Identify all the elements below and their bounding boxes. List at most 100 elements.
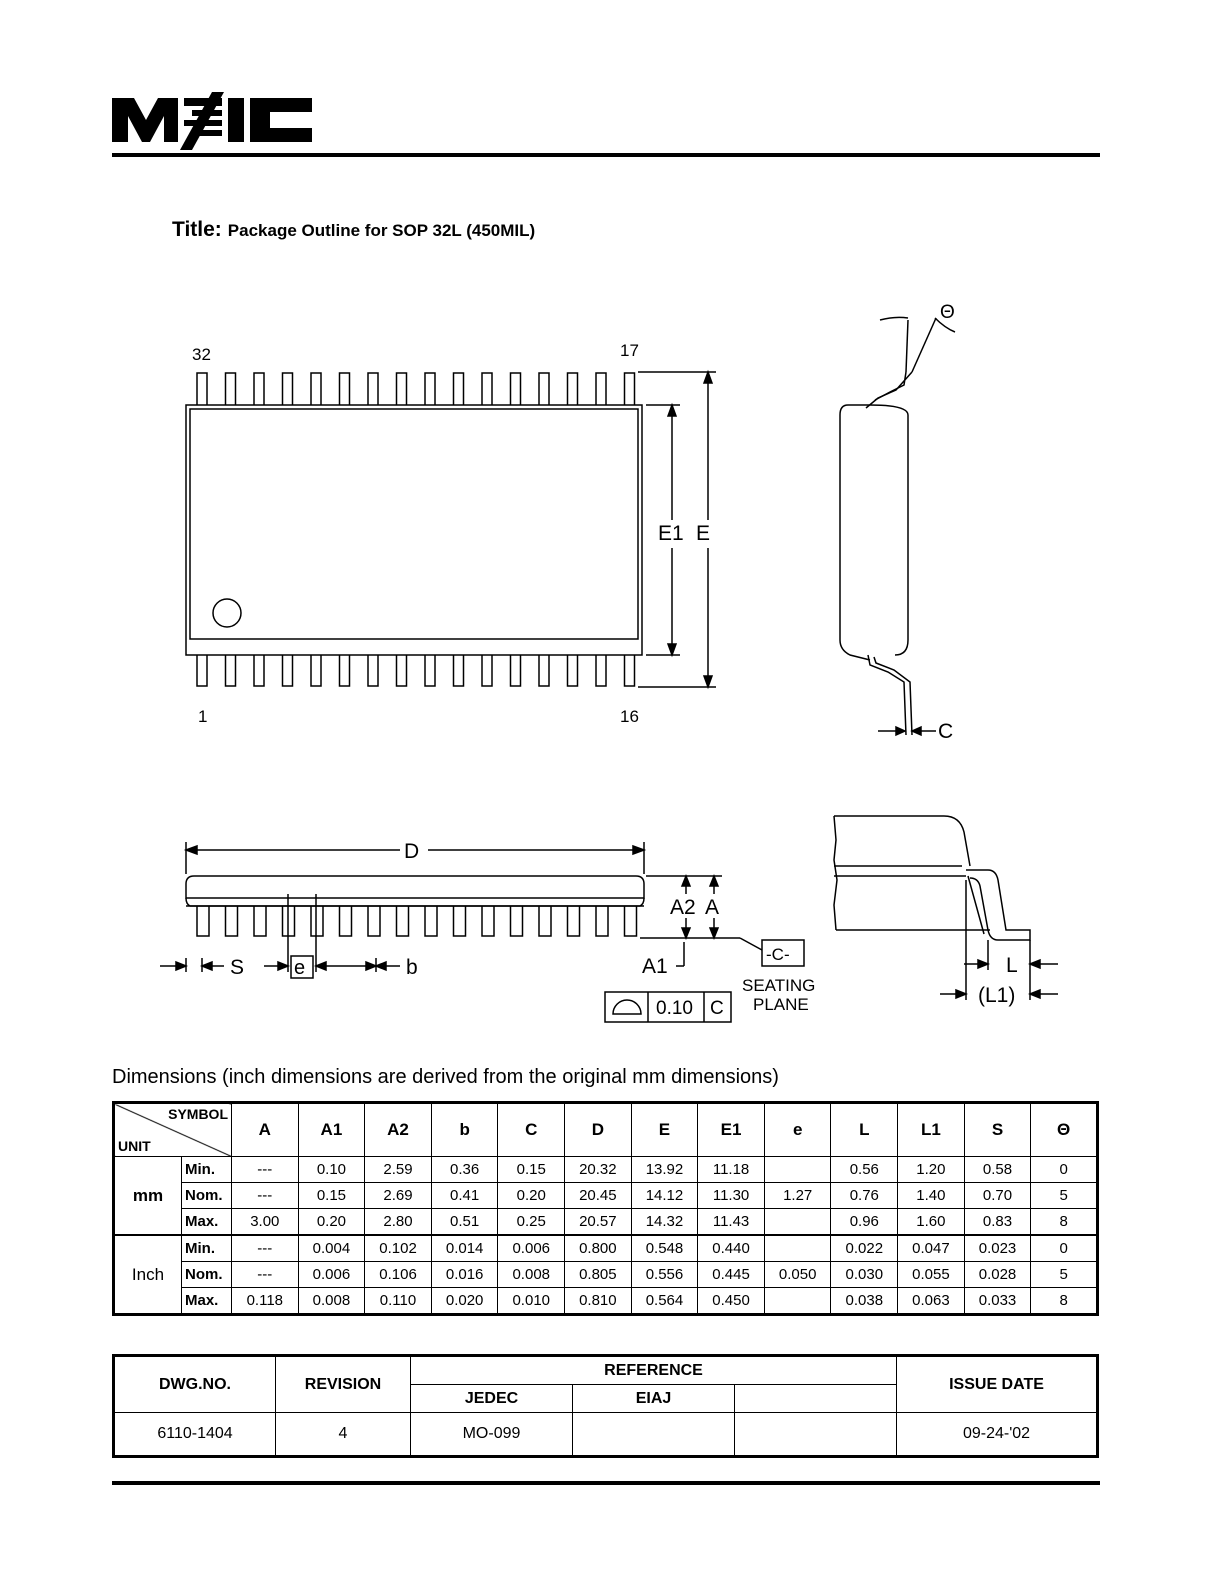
table-cell: 0.008 <box>297 1287 366 1315</box>
table-cell: 0.548 <box>630 1234 699 1262</box>
table-cell: 0.004 <box>297 1234 366 1262</box>
blank-value <box>733 1412 898 1457</box>
table-cell: 0.030 <box>830 1261 899 1288</box>
table-cell: 0.010 <box>497 1287 566 1315</box>
pin-lead <box>253 372 265 405</box>
pin-lead <box>281 655 294 687</box>
pin-lead <box>395 906 410 937</box>
table-cell: 2.80 <box>364 1208 432 1236</box>
table-cell: 0.10 <box>297 1156 366 1183</box>
table-cell: 0.047 <box>897 1234 965 1262</box>
jedec-header: JEDEC <box>410 1384 573 1413</box>
pin-lead <box>253 655 265 687</box>
table-cell: 0.102 <box>364 1234 432 1262</box>
table-cell: 1.20 <box>897 1156 965 1183</box>
seating-datum-label: -C- <box>766 945 790 964</box>
eiaj-header: EIAJ <box>572 1384 735 1413</box>
dim-label-theta: Θ <box>940 302 955 323</box>
table-cell: --- <box>231 1234 299 1262</box>
table-cell: --- <box>231 1182 299 1209</box>
table-cell: 2.59 <box>364 1156 432 1183</box>
column-header: D <box>564 1102 632 1157</box>
column-header: S <box>963 1102 1032 1157</box>
pin-lead <box>452 372 465 405</box>
column-header: L1 <box>897 1102 965 1157</box>
pin-lead <box>424 372 436 405</box>
mxic-logo <box>112 92 312 150</box>
table-cell: 8 <box>1030 1287 1098 1315</box>
pin-lead <box>367 906 381 937</box>
table-cell <box>763 1156 832 1183</box>
unit-cell: mm <box>113 1156 182 1236</box>
pin-lead <box>538 372 550 405</box>
pin-lead <box>310 372 322 405</box>
pin-lead <box>395 372 408 405</box>
pin-lead <box>424 655 436 687</box>
title-text: Package Outline for SOP 32L (450MIL) <box>227 221 536 240</box>
table-cell: 0.118 <box>231 1287 299 1315</box>
pin-label-32: 32 <box>192 345 211 364</box>
corner-unit: UNIT <box>118 1138 151 1154</box>
table-cell: 5 <box>1030 1182 1098 1209</box>
pin-lead <box>623 655 636 687</box>
table-cell: 20.32 <box>564 1156 632 1183</box>
pin-lead <box>253 906 267 937</box>
dim-label-b: b <box>406 956 418 979</box>
table-cell: 0.110 <box>364 1287 432 1315</box>
dim-label-a: A <box>705 896 719 919</box>
eiaj-value <box>572 1412 735 1457</box>
table-cell: 0.36 <box>430 1156 499 1183</box>
row-label: Nom. <box>181 1261 232 1288</box>
blank-header <box>733 1384 898 1413</box>
table-cell: 14.12 <box>630 1182 699 1209</box>
pin-lead <box>196 906 210 937</box>
table-cell: 20.57 <box>564 1208 632 1236</box>
table-cell: 0.800 <box>564 1234 632 1262</box>
pin-lead <box>623 372 636 405</box>
page-title: Title:Package Outline for SOP 32L (450MI… <box>172 218 535 242</box>
pin-lead <box>310 655 322 687</box>
reference-header: REFERENCE <box>409 1355 898 1385</box>
seating-plane-label-2: PLANE <box>753 995 809 1014</box>
table-cell: 8 <box>1030 1208 1098 1236</box>
row-label: Max. <box>181 1287 232 1315</box>
pin-lead <box>395 655 408 687</box>
table-cell: 0.51 <box>430 1208 499 1236</box>
pin-lead <box>538 906 552 937</box>
table-cell: 1.27 <box>763 1182 832 1209</box>
pin-lead <box>566 906 581 937</box>
pin-lead <box>338 906 353 937</box>
column-header: A1 <box>297 1102 366 1157</box>
dim-label-e1: E1 <box>658 522 684 545</box>
table-cell: 0.006 <box>297 1261 366 1288</box>
pin-lead <box>481 655 493 687</box>
corner-symbol: SYMBOL <box>168 1106 228 1122</box>
dim-label-c: C <box>938 720 953 743</box>
table-cell: 0.810 <box>564 1287 632 1315</box>
table-cell: 0.15 <box>497 1156 566 1183</box>
front-view <box>185 875 645 907</box>
pin-lead <box>224 655 237 687</box>
table-cell: 0.014 <box>430 1234 499 1262</box>
table-cell <box>763 1287 832 1315</box>
issue-date-value: 09-24-'02 <box>896 1412 1098 1457</box>
table-cell: 0.556 <box>630 1261 699 1288</box>
dimensions-caption: Dimensions (inch dimensions are derived … <box>112 1066 779 1088</box>
pin-lead <box>623 906 638 937</box>
detail-view <box>833 815 1058 1000</box>
table-cell: 0.038 <box>830 1287 899 1315</box>
dwg-no-value: 6110-1404 <box>113 1412 276 1457</box>
flatness-datum: C <box>710 998 724 1019</box>
package-outline-drawing: 32 17 1 16 E1 E Θ C D A2 A A1 S e b -C- … <box>160 302 1058 1023</box>
table-cell: 11.43 <box>697 1208 765 1236</box>
table-cell: 0.023 <box>963 1234 1032 1262</box>
table-cell <box>763 1208 832 1236</box>
revision-header: REVISION <box>275 1355 411 1413</box>
row-label: Nom. <box>181 1182 232 1209</box>
table-cell: 0 <box>1030 1234 1098 1262</box>
footer-rule <box>112 1481 1100 1485</box>
jedec-value: MO-099 <box>410 1412 573 1457</box>
pin-lead <box>196 372 208 405</box>
